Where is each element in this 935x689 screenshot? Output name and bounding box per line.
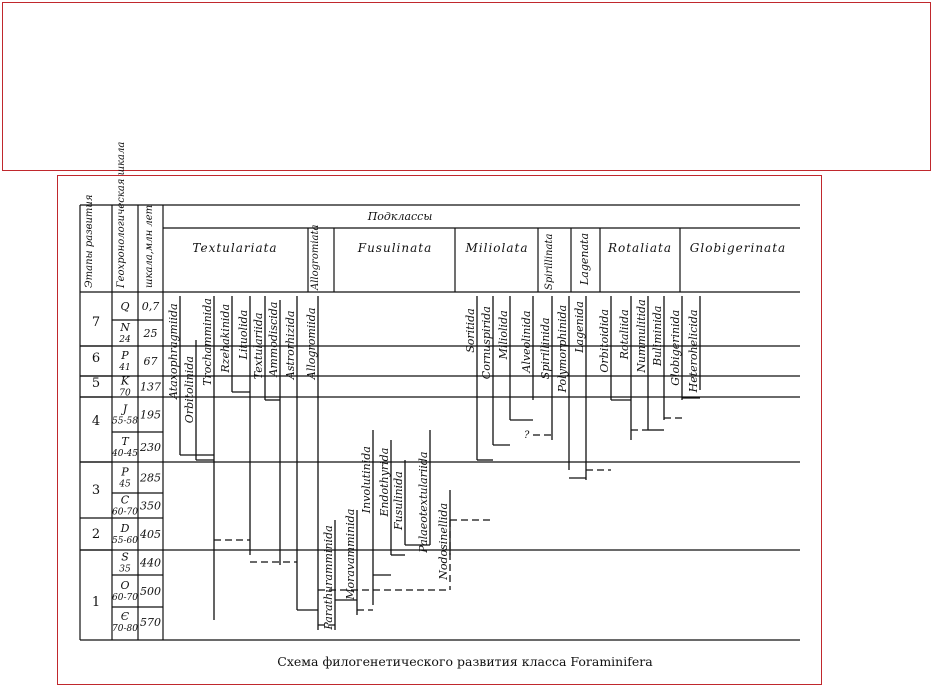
period-duration: 45 <box>118 480 131 490</box>
order-label-allogromiida: Allogromiida <box>305 308 318 381</box>
stage-number: 4 <box>92 414 100 429</box>
figure-caption: Схема филогенетического развития класса … <box>277 654 653 669</box>
subclass-fusulinata: Fusulinata <box>357 241 432 255</box>
period-duration: 60-70 <box>112 508 138 518</box>
order-label-miliolida: Miliolida <box>497 310 510 360</box>
scale-column-header: шкала,млн лет <box>144 205 155 288</box>
order-label-involutinida: Involutinida <box>360 446 373 514</box>
order-label-nodosinellida: Nodosinellida <box>437 503 450 581</box>
subclasses-header: Подклассы <box>367 210 433 223</box>
period-symbol: K <box>120 375 130 388</box>
order-label-lagenida: Lagenida <box>573 301 586 354</box>
period-duration: 40-45 <box>111 449 138 459</box>
period-symbol: T <box>121 435 130 448</box>
order-label-rotaliida: Rotaliida <box>618 309 631 360</box>
order-label-globigerinida: Globigerinida <box>669 310 682 386</box>
order-label-polymorphinida: Polymorphinida <box>556 305 569 393</box>
order-label-ammodiscida: Ammodiscida <box>267 302 280 378</box>
period-age: 405 <box>139 528 161 541</box>
order-label-textulariida: Textulariida <box>252 313 265 380</box>
order-label-rzehakinida: Rzehakinida <box>219 304 232 374</box>
order-label-soritida: Soritida <box>464 308 477 352</box>
order-label-fusulinida: Fusulinida <box>392 471 405 531</box>
order-label-heterohelicida: Heterohelicida <box>687 310 700 394</box>
order-label-spirillinida: Spirillinida <box>539 318 552 380</box>
period-age: 570 <box>140 616 161 629</box>
period-symbol: N <box>119 321 130 334</box>
period-duration: 24 <box>118 335 131 345</box>
period-symbol: Є <box>121 610 130 623</box>
order-label-orbitoidida: Orbitoidida <box>598 309 611 373</box>
period-age: 500 <box>140 585 161 598</box>
subclass-miliolata: Miliolata <box>465 241 529 255</box>
order-label-trochamminida: Trochamminida <box>201 298 214 386</box>
order-label-endothyrida: Endothyrida <box>378 448 391 518</box>
period-symbol: J <box>121 403 128 416</box>
period-duration: 35 <box>119 565 131 575</box>
period-age: 285 <box>139 472 161 485</box>
period-duration: 41 <box>118 363 130 373</box>
question-mark: ? <box>524 430 530 441</box>
period-age: 195 <box>140 409 161 422</box>
period-age: 0,7 <box>142 300 160 313</box>
order-label-lituolida: Lituolida <box>237 310 250 361</box>
figure-frame <box>57 175 822 685</box>
period-age: 67 <box>144 355 158 368</box>
order-label-palaeotextulariida: Palaeotextulariida <box>417 452 430 554</box>
period-symbol: Q <box>120 300 129 313</box>
period-symbol: C <box>121 494 130 507</box>
period-age: 137 <box>140 381 161 394</box>
period-symbol: D <box>120 522 130 535</box>
stage-number: 6 <box>92 351 100 366</box>
period-duration: 55-60 <box>112 536 138 546</box>
stage-number: 1 <box>92 595 100 610</box>
period-age: 230 <box>139 441 161 454</box>
period-duration: 70 <box>119 389 131 399</box>
order-label-parathuramminida: Parathuramminida <box>322 525 335 630</box>
order-label-astrorhizida: Astrorhizida <box>284 311 297 381</box>
subclass-rotaliata: Rotaliata <box>607 241 672 255</box>
geochronology-column-header: Геохронологическая шкала <box>116 142 127 289</box>
subclass-lagenata: Lagenata <box>578 233 591 286</box>
period-symbol: O <box>120 579 129 592</box>
top-red-frame <box>2 2 931 171</box>
period-duration: 55-58 <box>112 417 138 427</box>
period-symbol: P <box>120 349 129 362</box>
order-label-ataxophragmiida: Ataxophragmiida <box>167 303 180 400</box>
order-label-moravamminida: Moravamminida <box>344 509 357 601</box>
order-label-buliminida: Buliminida <box>651 306 664 367</box>
order-label-alveolinida: Alveolinida <box>520 311 533 374</box>
order-label-orbitolinida: Orbitolinida <box>183 356 196 423</box>
stage-column-header: Этапы развития <box>84 195 95 288</box>
order-label-cornuspirida: Cornuspirida <box>480 306 493 379</box>
period-symbol: S <box>121 551 129 564</box>
stage-number: 3 <box>92 483 100 498</box>
period-age: 440 <box>139 557 161 570</box>
period-duration: 60-70 <box>112 593 138 603</box>
period-duration: 70-80 <box>112 624 138 634</box>
period-symbol: P <box>120 466 129 479</box>
stage-number: 5 <box>92 376 100 391</box>
stage-number: 7 <box>92 315 100 330</box>
subclass-textulariata: Textulariata <box>192 241 277 255</box>
subclass-globigerinata: Globigerinata <box>690 241 786 255</box>
subclass-spirillinata: Spirillinata <box>544 234 555 290</box>
order-label-nummulitida: Nummulitida <box>635 299 648 373</box>
subclass-allogromiata: Allogromiata <box>310 224 321 291</box>
period-age: 350 <box>140 500 161 513</box>
stage-number: 2 <box>92 527 100 542</box>
period-age: 25 <box>143 327 158 340</box>
